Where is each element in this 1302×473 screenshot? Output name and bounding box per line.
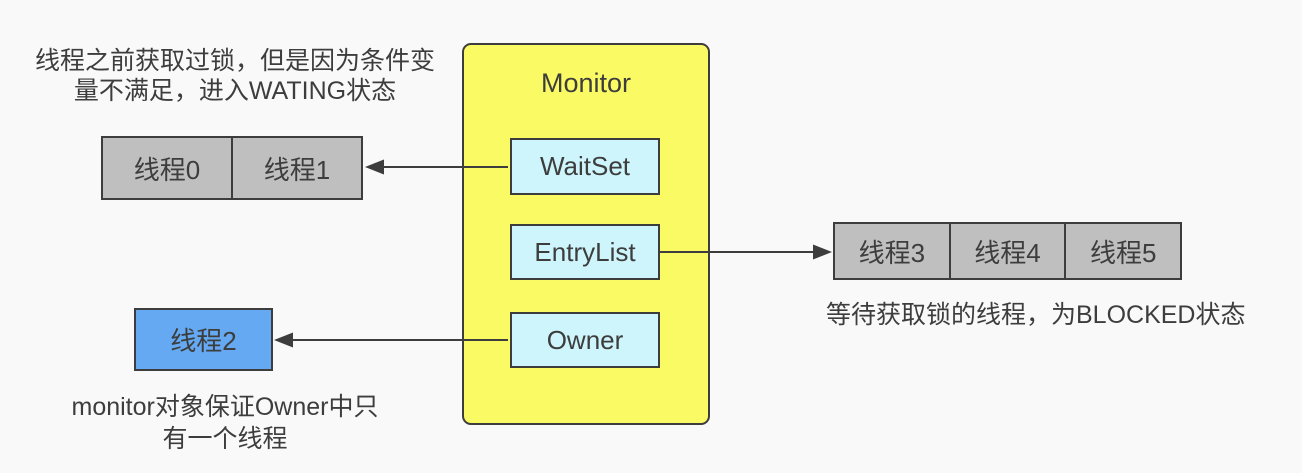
note-owner-unique: monitor对象保证Owner中只 有一个线程 xyxy=(71,393,379,453)
waitset-thread-row: 线程0 线程1 xyxy=(101,136,363,200)
slot-owner: Owner xyxy=(510,312,660,368)
note-waitset-state: 线程之前获取过锁，但是因为条件变 量不满足，进入WATING状态 xyxy=(34,47,435,105)
note-blocked-state: 等待获取锁的线程，为BLOCKED状态 xyxy=(826,301,1246,329)
entrylist-thread-row: 线程3 线程4 线程5 xyxy=(833,222,1182,280)
slot-waitset: WaitSet xyxy=(510,138,660,195)
slot-entrylist: EntryList xyxy=(510,224,660,280)
thread-cell-0: 线程0 xyxy=(133,154,201,185)
monitor-title: Monitor xyxy=(540,68,632,98)
thread-cell-3: 线程3 xyxy=(858,237,926,268)
owner-thread-box: 线程2 xyxy=(134,308,273,371)
thread-cell-5: 线程5 xyxy=(1064,224,1180,278)
thread-cell-1: 线程1 xyxy=(231,138,361,198)
monitor-box: Monitor WaitSet EntryList Owner xyxy=(462,43,710,425)
thread-cell-4: 线程4 xyxy=(948,224,1065,278)
